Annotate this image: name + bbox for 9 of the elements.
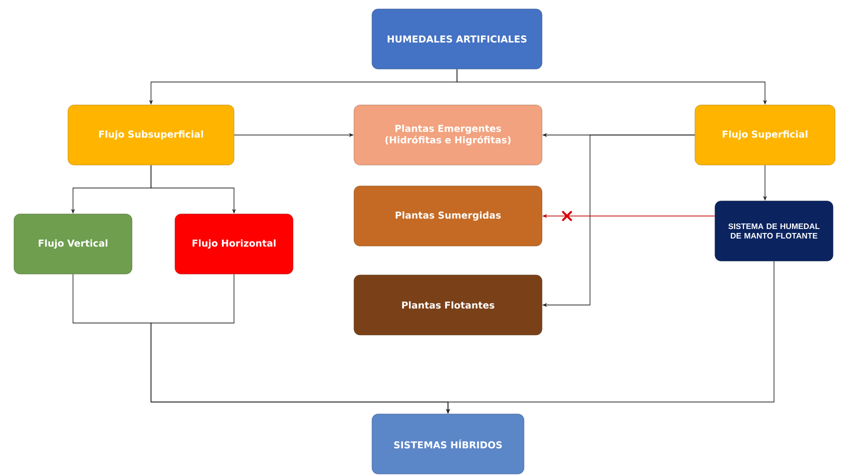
process-box: HUMEDALES ARTIFICIALES: [372, 8, 542, 70]
process-box: Plantas Flotantes: [354, 274, 542, 336]
process-box: Flujo Horizontal: [174, 214, 294, 274]
process-box: Flujo Superficial: [694, 104, 836, 166]
process-box: Flujo Vertical: [14, 214, 132, 274]
process-box: Flujo Subsuperficial: [68, 104, 234, 166]
process-box: Plantas Emergentes (Hidrófitas e Higrófitas): [354, 104, 542, 166]
process-box: SISTEMAS HÍBRIDOS: [372, 414, 524, 474]
process-box: Plantas Sumergidas: [354, 186, 542, 246]
